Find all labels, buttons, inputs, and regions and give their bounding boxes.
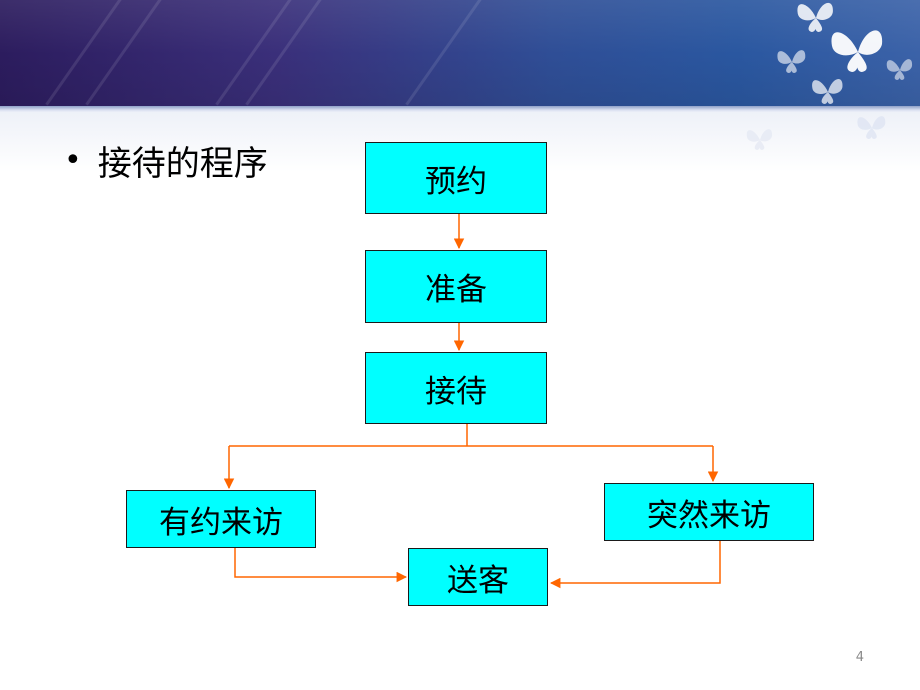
flow-node-label: 送客: [447, 562, 509, 599]
page-number: 4: [855, 650, 864, 665]
flow-node-label: 准备: [425, 272, 487, 308]
flow-node-label: 接待: [425, 373, 487, 410]
flow-node-appointment-visit: 有约来访: [126, 490, 316, 548]
flow-node-label: 有约来访: [159, 504, 283, 541]
bullet-text: 接待的程序: [97, 144, 268, 184]
flow-node-sudden-visit: 突然来访: [604, 483, 814, 541]
bullet-dot-icon: •: [64, 142, 82, 178]
connector-sudden-to-see-off: [549, 541, 721, 589]
flow-node-label: 预约: [425, 163, 487, 200]
flow-node-label: 突然来访: [647, 497, 771, 534]
banner-edge: [0, 106, 920, 114]
header-banner: [0, 0, 920, 108]
bullet-point: • 接待的程序: [64, 136, 268, 185]
flow-node-see-off: 送客: [408, 548, 548, 606]
flow-node-reservation: 预约: [365, 142, 547, 214]
connector-appointment-to-see-off: [234, 548, 408, 583]
flow-node-reception: 接待: [365, 352, 547, 424]
banner-shine: [0, 0, 920, 108]
flow-node-preparation: 准备: [365, 250, 547, 323]
